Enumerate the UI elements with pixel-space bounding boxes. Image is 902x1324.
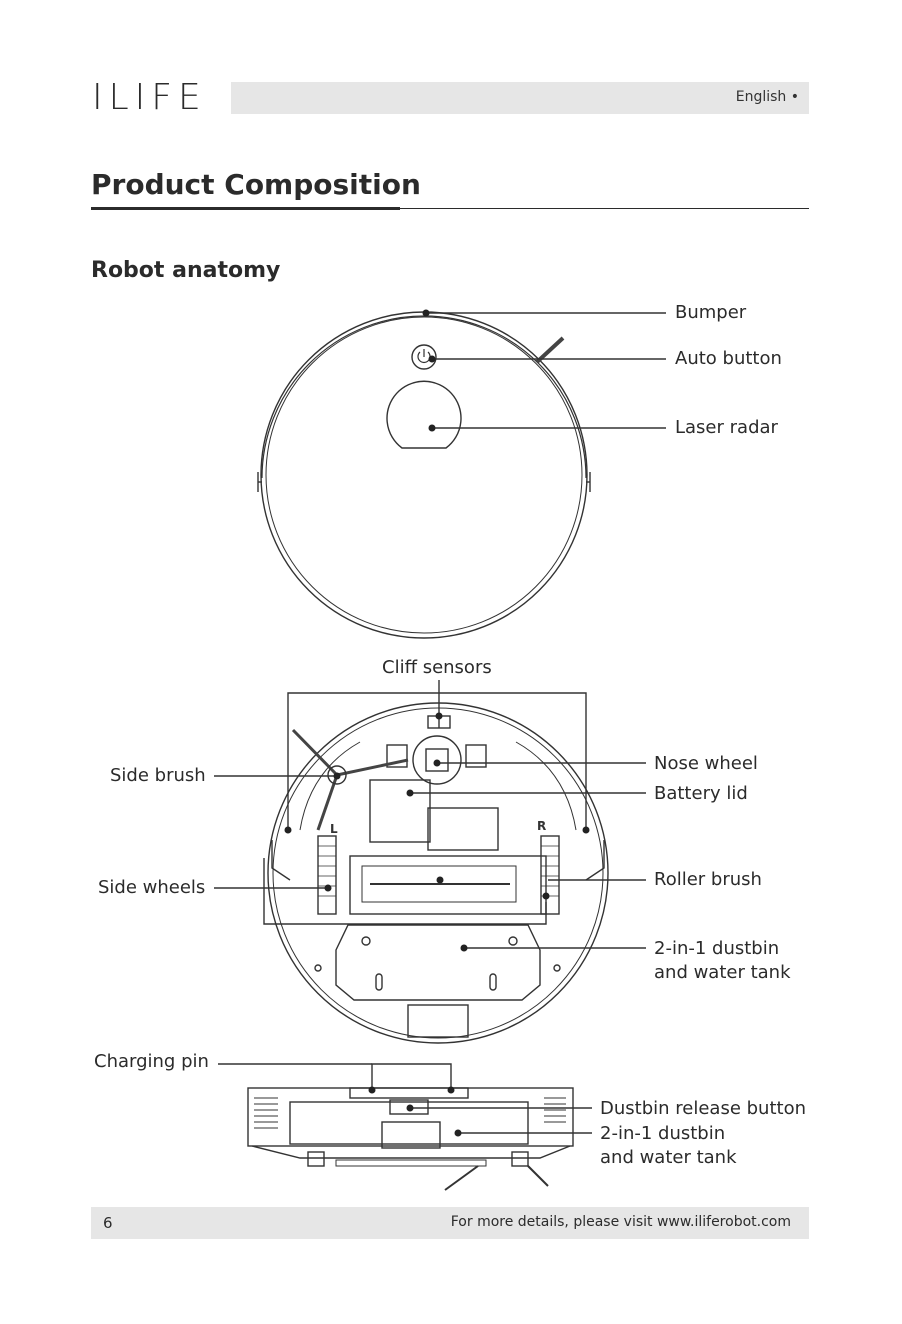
title-rule xyxy=(91,208,809,209)
label-battery-lid: Battery lid xyxy=(654,783,748,804)
label-side-brush: Side brush xyxy=(110,765,206,786)
language-indicator: English • xyxy=(735,89,799,105)
label-side-wheels: Side wheels xyxy=(98,877,206,898)
robot-bottom-view xyxy=(267,702,609,1044)
left-mark: L xyxy=(330,822,338,836)
robot-side-view xyxy=(247,1087,574,1191)
label-nose-wheel: Nose wheel xyxy=(654,753,758,774)
laser-radar-shape xyxy=(386,380,462,449)
right-mark: R xyxy=(537,819,546,833)
label-dustbin-line1: 2-in-1 dustbin xyxy=(654,938,780,959)
label-charging-pin: Charging pin xyxy=(94,1051,209,1072)
label-side-dustbin-line1: 2-in-1 dustbin xyxy=(600,1123,726,1144)
label-bumper: Bumper xyxy=(675,302,747,323)
label-side-dustbin-line2: and water tank xyxy=(600,1147,737,1168)
section-title: Robot anatomy xyxy=(91,258,281,283)
label-roller-brush: Roller brush xyxy=(654,869,762,890)
power-icon xyxy=(411,344,437,370)
footer-bar: 6 For more details, please visit www.ili… xyxy=(91,1207,809,1239)
title-underline xyxy=(91,207,400,210)
page-title: Product Composition xyxy=(91,168,421,201)
label-cliff-sensors: Cliff sensors xyxy=(382,657,492,678)
label-auto-button: Auto button xyxy=(675,348,782,369)
robot-top-view xyxy=(257,311,591,639)
label-dustbin-line2: and water tank xyxy=(654,962,791,983)
ilife-logo: ILIFE xyxy=(92,77,207,118)
label-dustbin-release: Dustbin release button xyxy=(600,1098,806,1119)
footer-details: For more details, please visit www.ilife… xyxy=(450,1214,791,1230)
label-laser-radar: Laser radar xyxy=(675,417,778,438)
page-number: 6 xyxy=(103,1214,113,1232)
header-bar: English • xyxy=(231,82,809,114)
